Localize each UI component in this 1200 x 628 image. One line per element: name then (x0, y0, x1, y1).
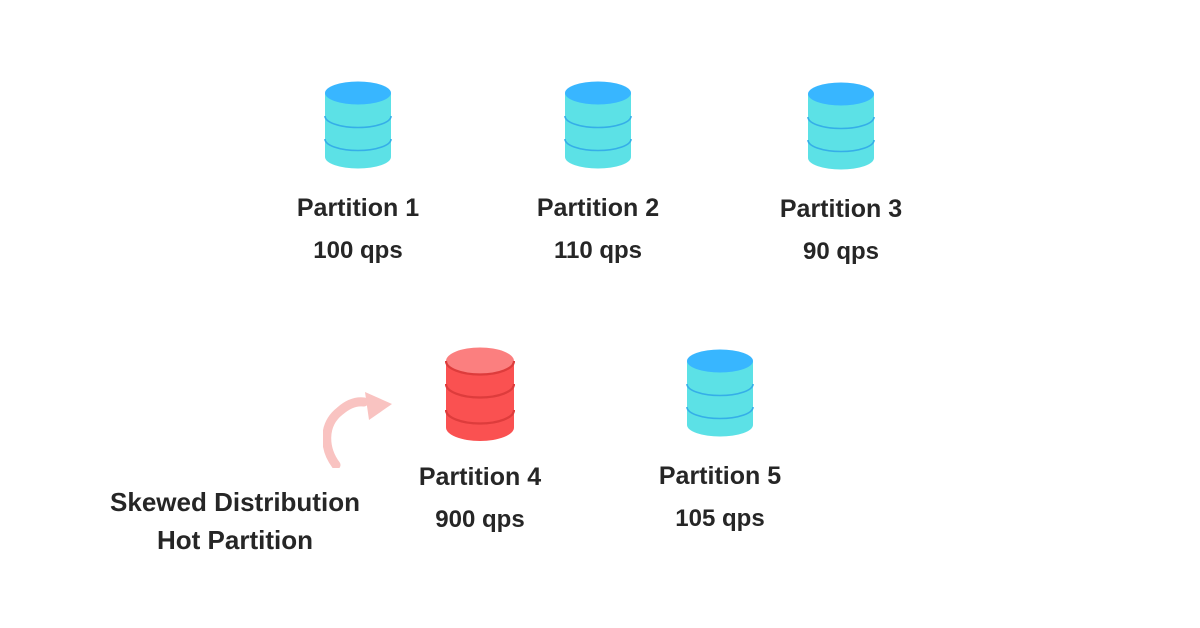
partition-label: Partition 3 (779, 195, 903, 223)
partition-qps: 110 qps (553, 237, 643, 264)
partition-qps: 100 qps (313, 237, 403, 264)
partition-label: Partition 2 (536, 194, 660, 222)
annotation-line-1: Skewed Distribution (110, 487, 360, 517)
partition-group-5: Partition 5 105 qps (620, 349, 820, 533)
partition-label: Partition 1 (296, 194, 420, 222)
database-icon (564, 81, 632, 169)
database-icon (807, 82, 875, 170)
partition-group-1: Partition 1 100 qps (258, 81, 458, 265)
curved-arrow-icon (322, 392, 392, 470)
annotation-line-2: Hot Partition (157, 525, 313, 555)
partition-group-3: Partition 3 90 qps (741, 82, 941, 266)
partition-label: Partition 5 (658, 462, 782, 490)
partition-group-2: Partition 2 110 qps (498, 81, 698, 265)
arrow-container (322, 392, 395, 470)
annotation: Skewed Distribution Hot Partition (85, 483, 385, 559)
arrow-head (365, 392, 392, 420)
partition-qps: 90 qps (802, 238, 880, 265)
database-icon (324, 81, 392, 169)
partition-group-4: Partition 4 900 qps (380, 347, 580, 534)
partition-qps: 105 qps (675, 505, 765, 532)
arrow-curve (322, 397, 369, 470)
database-icon (686, 349, 754, 437)
partition-qps: 900 qps (435, 506, 525, 533)
partition-label: Partition 4 (418, 463, 542, 491)
database-icon-hot (445, 347, 515, 442)
